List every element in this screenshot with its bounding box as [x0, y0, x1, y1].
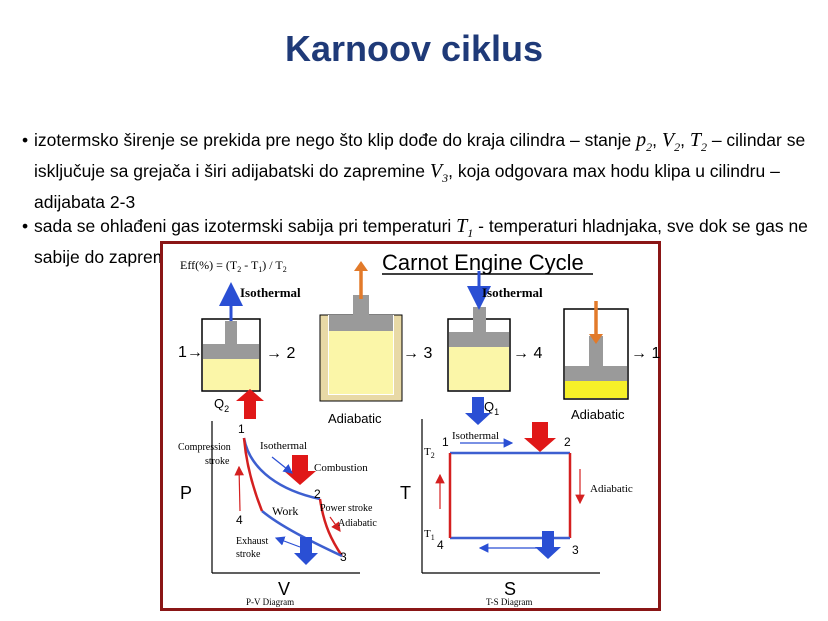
compression-arrow-icon — [234, 465, 244, 512]
cylinder-4 — [563, 301, 629, 400]
ts-point-2: 2 — [564, 435, 571, 449]
math-symbol: p2 — [636, 129, 653, 154]
carnot-diagram: Eff(%) = (T2 - T1) / T2 Carnot Engine Cy… — [160, 241, 661, 611]
pv-point-2: 2 — [314, 487, 321, 501]
ts-t2-label: T2 — [424, 446, 435, 460]
ts-point-4: 4 — [437, 538, 444, 552]
diagram-frame — [160, 241, 661, 611]
cylinder-3 — [447, 271, 511, 392]
compression-label: Compression — [178, 442, 231, 453]
ts-isothermal-label: Isothermal — [452, 430, 499, 442]
adiabatic-label-1: Adiabatic — [328, 411, 382, 426]
cylinder-1 — [201, 282, 261, 392]
bullet-dot-icon: • — [22, 130, 29, 150]
exhaust-arrow-icon — [294, 537, 318, 565]
pv-isotherm-hot — [242, 437, 321, 501]
cylinder-2 — [319, 261, 403, 402]
isothermal-label-1: Isothermal — [240, 285, 301, 300]
heat-in-arrow-icon — [236, 389, 264, 419]
power-stroke-arrow-icon — [329, 516, 341, 532]
ts-diagram — [421, 419, 600, 574]
pv-diagram — [211, 421, 360, 574]
compression-stroke-label: stroke — [205, 456, 230, 467]
q2-label: Q2 — [214, 396, 229, 414]
ts-t1-label: T1 — [424, 528, 435, 542]
q1-label: Q1 — [484, 399, 499, 417]
math-symbol: T2 — [689, 129, 707, 154]
pv-isotherm-cold — [261, 510, 343, 558]
bullet-dot-icon: • — [22, 216, 29, 236]
combustion-arrow-icon — [284, 455, 316, 485]
step-arrow-3: → 3 — [403, 345, 432, 362]
pv-axis-v: V — [278, 579, 290, 599]
bullet-text: , koja odgovara max hodu klipa u cilindr… — [34, 161, 780, 212]
pv-adiabatic-label: Adiabatic — [338, 518, 377, 529]
bullet-text: – cilindar se isključuje sa grejača i ši… — [34, 130, 806, 181]
slide-title: Karnoov ciklus — [284, 28, 544, 69]
diagram-heading: Carnot Engine Cycle — [382, 250, 584, 275]
pv-isothermal-label: Isothermal — [260, 440, 307, 452]
ts-axis-t: T — [400, 483, 411, 503]
math-symbol: T1 — [456, 215, 474, 240]
bullet-text: izotermsko širenje se prekida pre nego š… — [34, 130, 637, 150]
exhaust-stroke-label: stroke — [236, 549, 261, 560]
step-arrow-2: → 2 — [266, 345, 295, 362]
math-symbol: V2 — [661, 129, 681, 154]
bullet-text: , — [680, 130, 690, 150]
bullet-text: sada se ohlađeni gas izotermski sabija p… — [34, 216, 457, 236]
pv-isothermal-arrow-icon — [271, 456, 293, 474]
power-stroke-label: Power stroke — [320, 503, 373, 514]
step-arrow-1-out: → 1 — [631, 345, 660, 362]
ts-adiabatic-label: Adiabatic — [590, 483, 633, 495]
math-symbol: V3 — [429, 160, 449, 185]
pv-adiabat-compression — [242, 437, 264, 512]
work-label: Work — [272, 504, 298, 518]
pv-adiabat-expansion — [318, 498, 344, 557]
ts-heat-in-arrow-icon — [524, 422, 556, 452]
pv-axis-p: P — [180, 483, 192, 503]
pv-point-1: 1 — [238, 422, 245, 436]
bullet-text: - temperaturi hladnjaka, sve dok se gas … — [34, 216, 808, 267]
efficiency-formula: Eff(%) = (T2 - T1) / T2 — [180, 258, 287, 274]
pv-point-3: 3 — [340, 550, 347, 564]
exhaust-label: Exhaust — [236, 536, 268, 547]
exhaust-stroke-arrow-icon — [274, 536, 301, 548]
step-arrow-1-in: 1→ — [178, 344, 203, 361]
isothermal-label-2: Isothermal — [482, 285, 543, 300]
combustion-label: Combustion — [314, 462, 368, 474]
ts-point-3: 3 — [572, 543, 579, 557]
step-arrow-4: → 4 — [513, 345, 542, 362]
bullet-text: , — [652, 130, 662, 150]
bullet-item-1: •izotermsko širenje se prekida pre nego … — [22, 128, 812, 214]
pv-caption: P-V Diagram — [246, 597, 294, 607]
adiabatic-label-2: Adiabatic — [571, 407, 625, 422]
ts-caption: T-S Diagram — [486, 597, 532, 607]
ts-heat-out-arrow-icon — [535, 531, 561, 559]
ts-axis-s: S — [504, 579, 516, 599]
carnot-diagram-svg: Eff(%) = (T2 - T1) / T2 Carnot Engine Cy… — [160, 241, 661, 611]
ts-point-1: 1 — [442, 435, 449, 449]
heat-out-arrow-icon — [465, 397, 491, 425]
pv-point-4: 4 — [236, 513, 243, 527]
